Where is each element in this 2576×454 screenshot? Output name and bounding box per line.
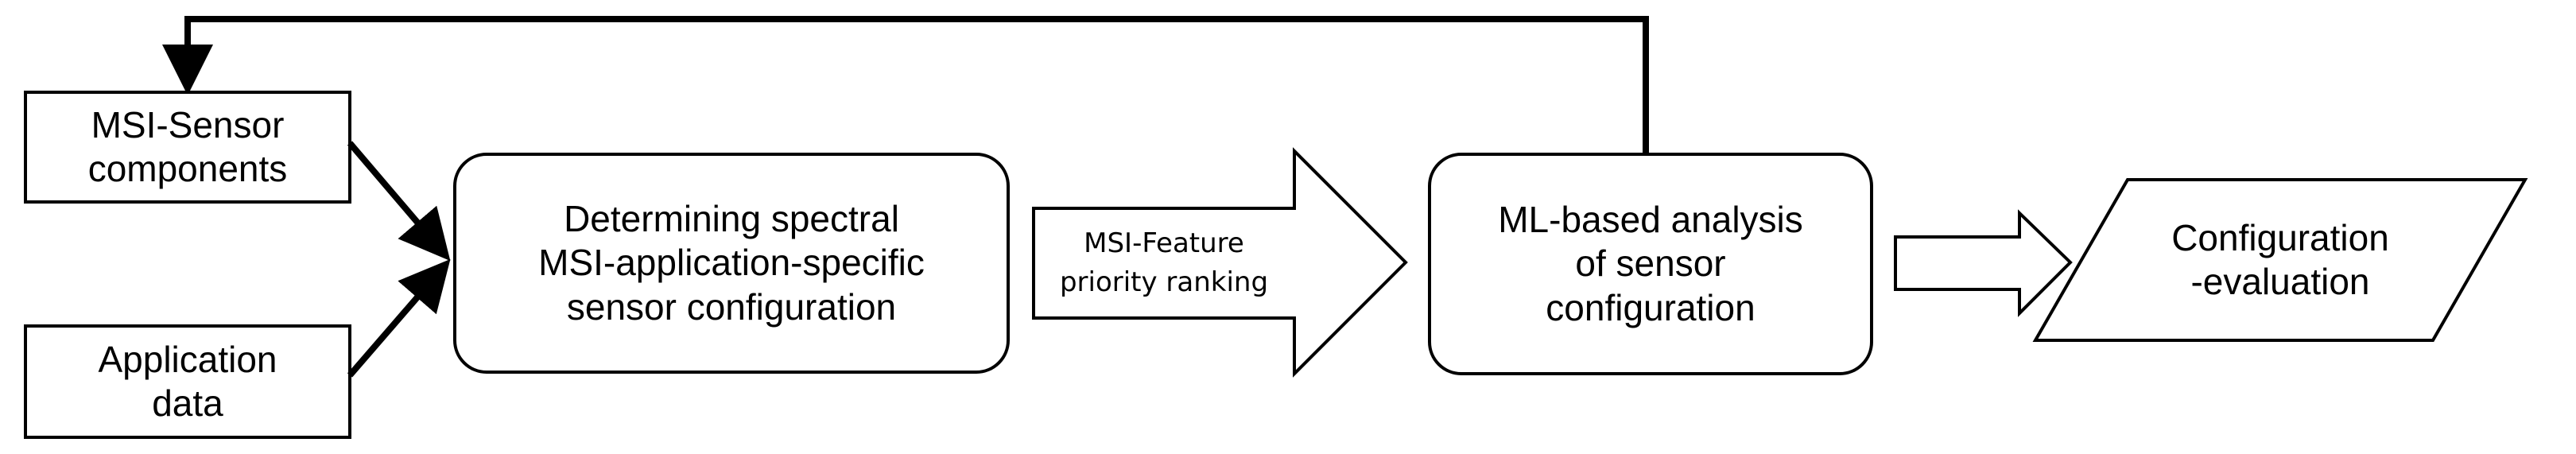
sensor-components-box: [24, 91, 351, 204]
feature-ranking-label: MSI-Feature priority ranking: [1059, 227, 1269, 298]
evaluation-label: Configuration -evaluation: [2171, 216, 2389, 302]
feedback-loop-arrow: [162, 16, 1649, 159]
feature-ranking-block-arrow: [1032, 147, 1408, 378]
evaluation-block-arrow: [1894, 209, 2073, 317]
evaluation-parallelogram: [2032, 178, 2528, 342]
application-to-determining-arrow: [347, 258, 451, 378]
ml-analysis-label: ML-based analysis of sensor configuratio…: [1498, 199, 1803, 328]
sensor-components-label: MSI-Sensor components: [87, 103, 288, 189]
sensor-to-determining-arrow: [347, 141, 451, 262]
ml-analysis-box: [1428, 153, 1873, 375]
determining-configuration-label: Determining spectral MSI-application-spe…: [538, 198, 925, 328]
application-data-box: [24, 324, 351, 439]
application-data-label: Application data: [98, 338, 277, 424]
determining-configuration-box: [453, 153, 1010, 374]
